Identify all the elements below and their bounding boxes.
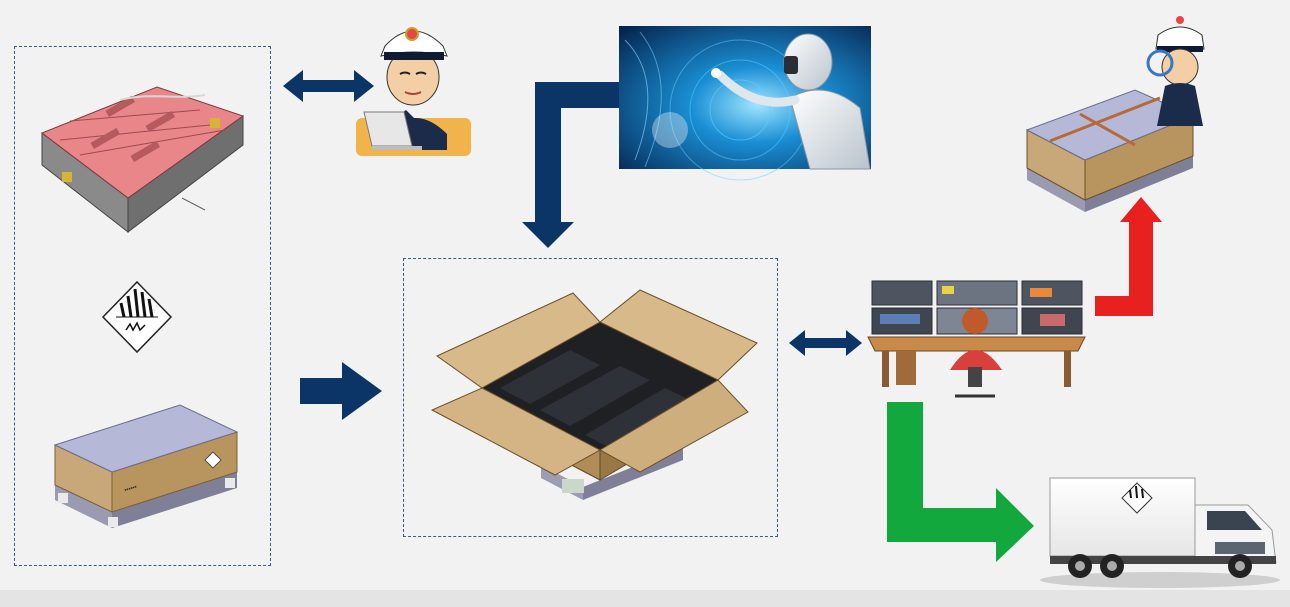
battery-module-icon	[40, 86, 245, 234]
green-l-arrow-to-truck	[887, 402, 1034, 562]
double-arrow-right	[789, 330, 862, 356]
svg-text:▪▪▪▪▪▪: ▪▪▪▪▪▪	[124, 484, 138, 493]
right-arrow-to-packing	[300, 362, 382, 420]
packed-pallet-icon: ▪▪▪▪▪▪	[53, 404, 239, 528]
double-arrow-left	[283, 70, 374, 102]
hazmat-truck-icon	[1040, 477, 1280, 588]
red-l-arrow-to-inspection	[1095, 197, 1162, 316]
inspector-with-pallet-icon	[1025, 16, 1205, 212]
bottom-strip	[0, 590, 1290, 607]
open-carton-with-batteries-icon	[430, 289, 758, 500]
ai-robot-image	[619, 26, 871, 181]
hazmat-class9-label-icon	[101, 280, 173, 354]
monitoring-operator-workstation-icon	[867, 280, 1086, 398]
source-items-group	[14, 46, 271, 566]
l-arrow-ai-to-packing	[522, 82, 619, 248]
packing-group	[403, 258, 778, 537]
customs-officer-laptop-icon	[356, 27, 471, 156]
